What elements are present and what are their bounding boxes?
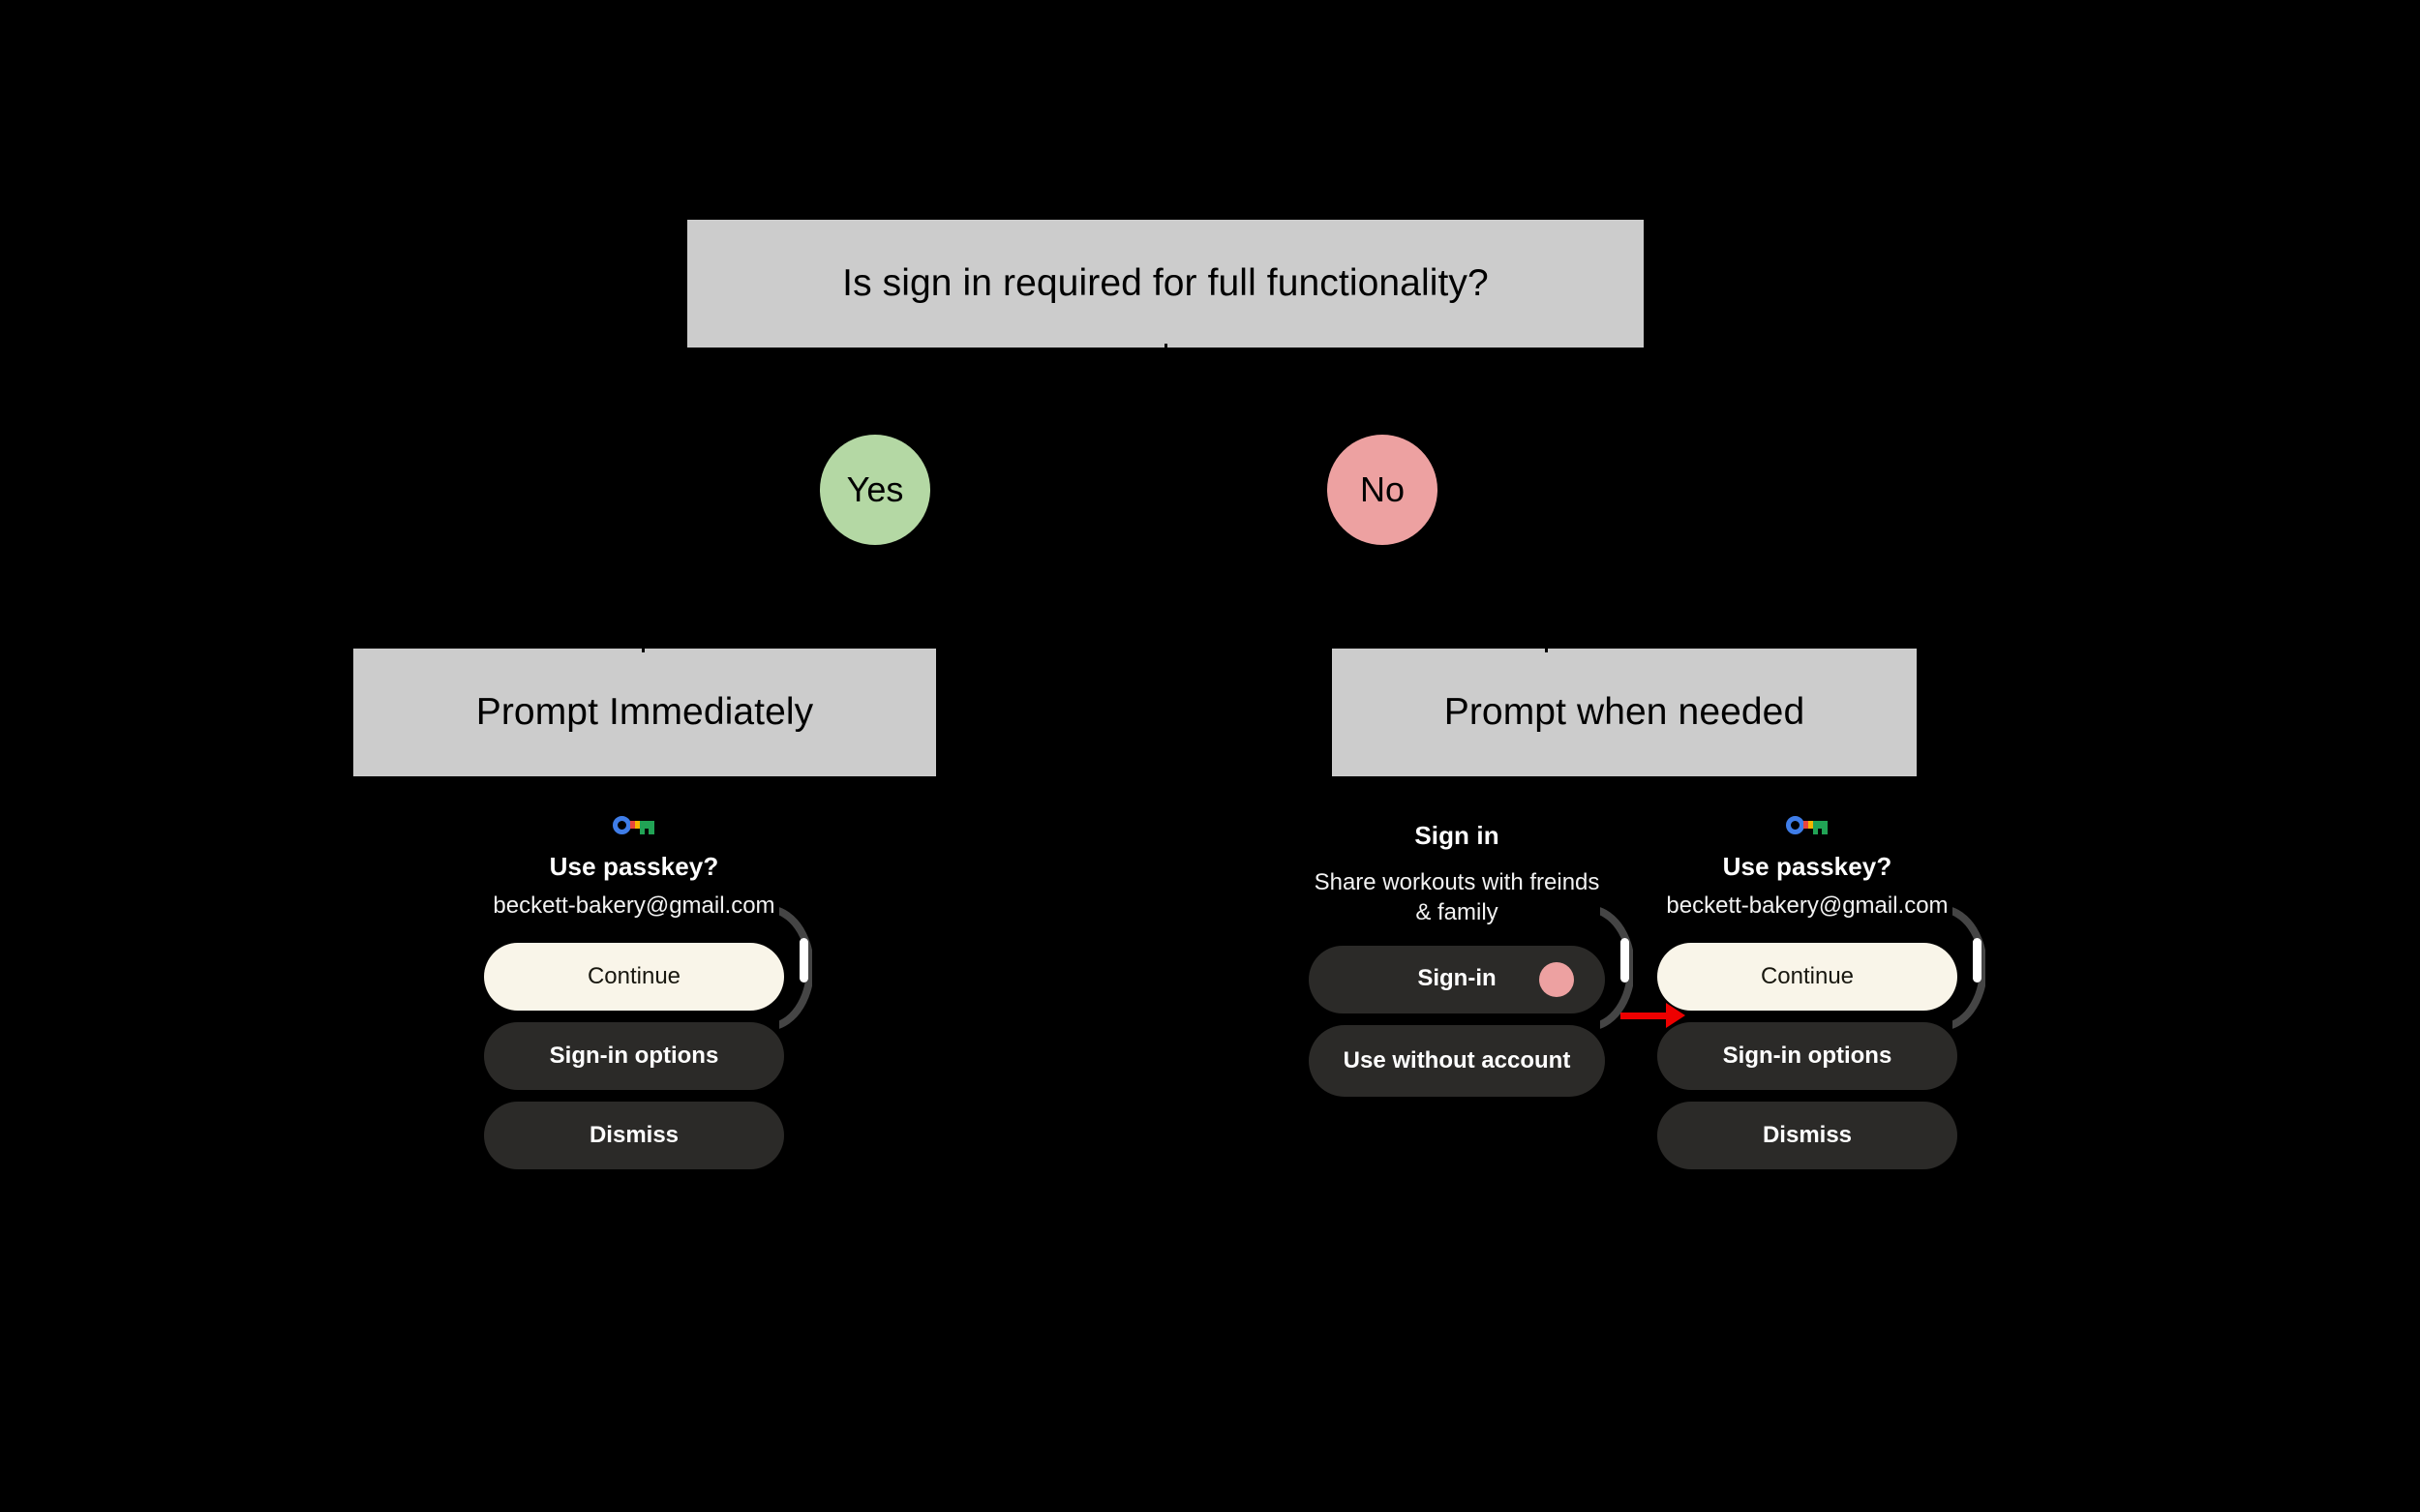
outcome-box-prompt-immediately[interactable]: Prompt Immediately <box>353 649 936 776</box>
signin-status-dot <box>1539 961 1574 997</box>
branch-circle-yes-label: Yes <box>846 469 904 509</box>
use-without-account-label: Use without account <box>1343 1046 1571 1074</box>
connector-yes-to-prompt-immediately <box>642 639 645 652</box>
passkey-dialog-left: Use passkey? beckett-bakery@gmail.com Co… <box>484 813 784 1169</box>
branch-circle-no-label: No <box>1359 469 1406 509</box>
passkey-right-signin-options-button[interactable]: Sign-in options <box>1657 1021 1957 1090</box>
decision-box-sign-in-required[interactable]: Is sign in required for full functionali… <box>687 220 1644 348</box>
branch-circle-no[interactable]: No <box>1327 435 1437 545</box>
passkey-right-account-email: beckett-bakery@gmail.com <box>1666 892 1949 920</box>
passkey-left-dismiss-label: Dismiss <box>589 1121 680 1148</box>
passkey-left-signin-options-button[interactable]: Sign-in options <box>484 1021 784 1090</box>
signin-dialog: Sign in Share workouts with freinds & fa… <box>1309 821 1605 1097</box>
passkey-right-continue-button[interactable]: Continue <box>1657 942 1957 1011</box>
google-passkey-icon <box>613 813 655 838</box>
passkey-right-continue-label: Continue <box>1760 962 1855 989</box>
outcome-box-prompt-when-needed-label: Prompt when needed <box>1443 691 1805 733</box>
signin-subtitle: Share workouts with freinds & family <box>1314 869 1600 925</box>
outcome-box-prompt-immediately-label: Prompt Immediately <box>475 691 814 733</box>
passkey-left-title: Use passkey? <box>549 852 719 881</box>
branch-circle-yes[interactable]: Yes <box>820 435 930 545</box>
passkey-left-continue-label: Continue <box>587 962 681 989</box>
red-flow-arrow <box>1620 1003 1685 1028</box>
decision-box-label: Is sign in required for full functionali… <box>842 262 1489 304</box>
signin-title: Sign in <box>1414 821 1499 850</box>
connector-no-to-prompt-when-needed <box>1545 639 1548 652</box>
use-without-account-button[interactable]: Use without account <box>1309 1024 1605 1097</box>
passkey-right-scroll-indicator[interactable] <box>1952 905 1985 1031</box>
passkey-left-continue-button[interactable]: Continue <box>484 942 784 1011</box>
passkey-right-dismiss-label: Dismiss <box>1762 1121 1853 1148</box>
signin-scroll-indicator[interactable] <box>1600 905 1633 1031</box>
signin-button-label: Sign-in <box>1417 965 1497 992</box>
outcome-box-prompt-when-needed[interactable]: Prompt when needed <box>1332 649 1917 776</box>
passkey-left-signin-options-label: Sign-in options <box>549 1042 719 1069</box>
google-passkey-icon <box>1786 813 1829 838</box>
passkey-right-signin-options-label: Sign-in options <box>1722 1042 1892 1069</box>
passkey-right-title: Use passkey? <box>1722 852 1892 881</box>
connector-decision-to-yes <box>1165 344 1167 357</box>
passkey-right-dismiss-button[interactable]: Dismiss <box>1657 1101 1957 1169</box>
passkey-left-scroll-indicator[interactable] <box>779 905 812 1031</box>
passkey-left-dismiss-button[interactable]: Dismiss <box>484 1101 784 1169</box>
signin-button[interactable]: Sign-in <box>1309 945 1605 1013</box>
passkey-left-account-email: beckett-bakery@gmail.com <box>493 892 775 920</box>
passkey-dialog-right: Use passkey? beckett-bakery@gmail.com Co… <box>1657 813 1957 1169</box>
